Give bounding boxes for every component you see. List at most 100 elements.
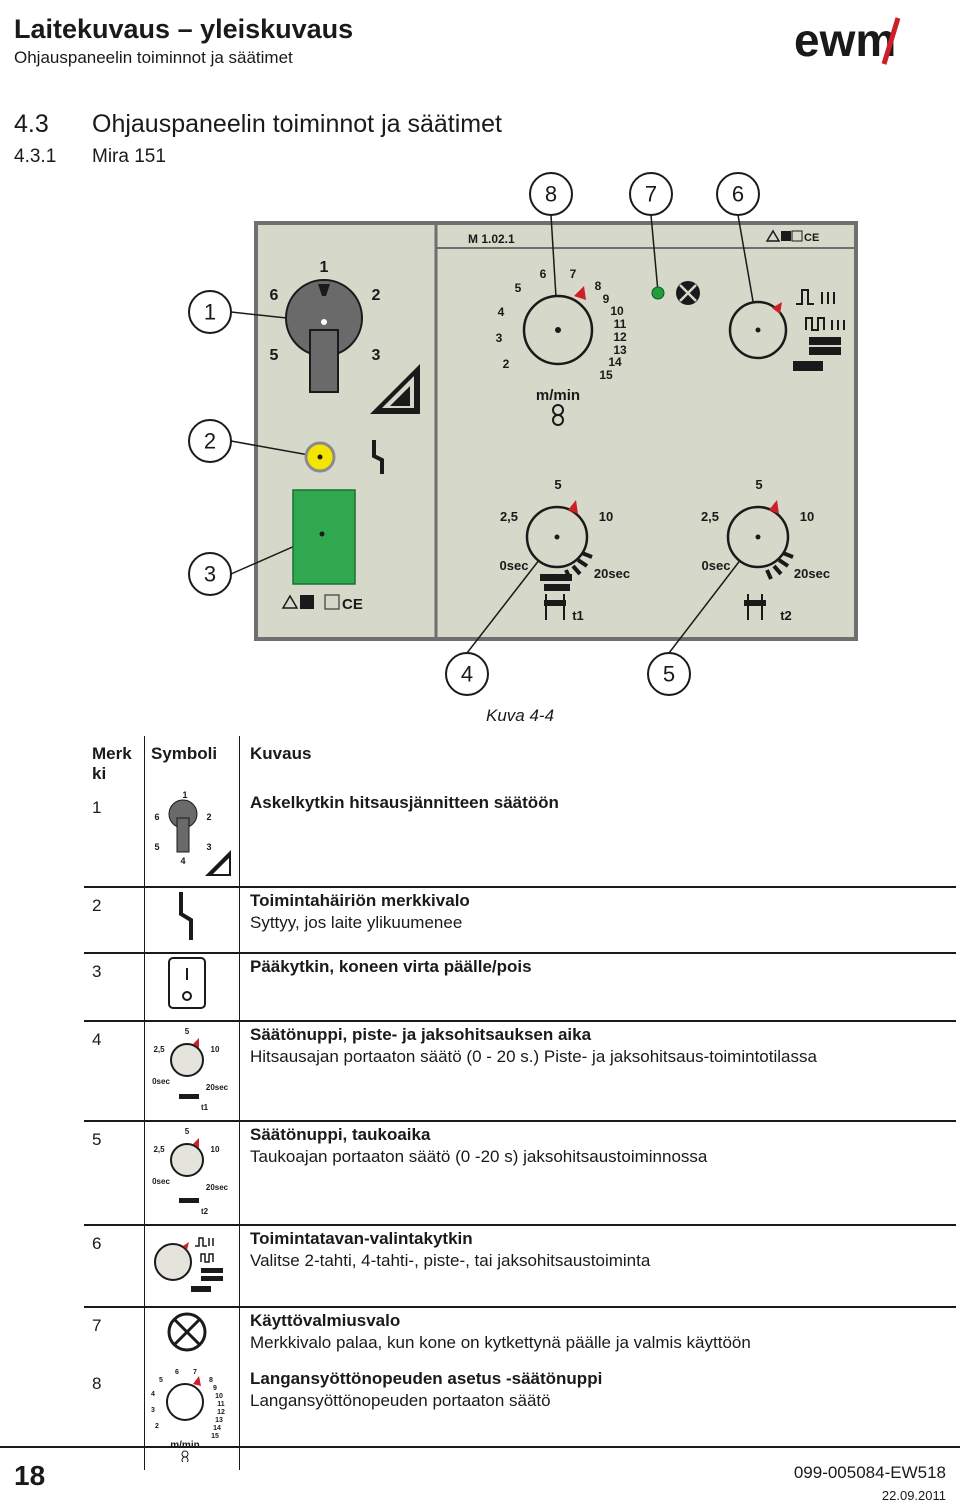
row-title: Toimintahäiriön merkkivalo xyxy=(250,891,470,910)
row-text: Hitsausajan portaaton säätö (0 - 20 s.) … xyxy=(250,1047,817,1066)
row-mark: 6 xyxy=(92,1234,102,1253)
svg-text:6: 6 xyxy=(175,1369,179,1376)
svg-text:3: 3 xyxy=(204,562,216,587)
section-number: 4.3 xyxy=(14,110,49,138)
timer-t1-scale: 2,5 5 10 0sec 20sec t1 xyxy=(500,477,631,623)
svg-text:15: 15 xyxy=(211,1433,219,1440)
svg-text:4: 4 xyxy=(461,662,473,687)
ready-lamp-symbol-icon xyxy=(676,281,700,305)
subsection-number: 4.3.1 xyxy=(14,146,57,167)
svg-text:10: 10 xyxy=(211,1045,220,1054)
svg-text:5: 5 xyxy=(185,1027,190,1036)
ws-15: 15 xyxy=(599,368,613,382)
row-title: Käyttövalmiusvalo xyxy=(250,1311,401,1330)
ws-7: 7 xyxy=(570,267,577,281)
row-text: Merkkivalo palaa, kun kone on kytkettynä… xyxy=(250,1333,751,1352)
svg-text:11: 11 xyxy=(217,1401,225,1408)
svg-text:3: 3 xyxy=(151,1407,155,1414)
svg-text:9: 9 xyxy=(213,1385,217,1392)
subsection-title: Mira 151 xyxy=(92,146,166,167)
step-switch[interactable] xyxy=(285,279,363,393)
document-number: 099-005084-EW518 xyxy=(793,1463,946,1482)
svg-text:2,5: 2,5 xyxy=(153,1045,165,1054)
row-mark: 7 xyxy=(92,1316,102,1335)
wire-speed-unit: m/min xyxy=(536,387,580,404)
row-text: Taukoajan portaaton säätö (0 -20 s) jaks… xyxy=(250,1147,708,1166)
svg-text:3: 3 xyxy=(206,842,211,852)
svg-text:10: 10 xyxy=(215,1393,223,1400)
row-mark: 2 xyxy=(92,896,102,915)
mode-symbols-icon xyxy=(793,289,845,371)
timer-t2-symbol-icon xyxy=(744,594,766,620)
t1-10: 10 xyxy=(599,509,613,524)
step-switch-icon: 1 2 3 4 5 6 xyxy=(154,790,231,876)
row-mark: 3 xyxy=(92,962,102,981)
t2-label: t2 xyxy=(780,608,792,623)
svg-text:1: 1 xyxy=(204,300,216,325)
model-label: M 1.02.1 xyxy=(468,232,515,246)
svg-text:4: 4 xyxy=(151,1391,155,1398)
ws-3: 3 xyxy=(496,331,503,345)
callout-6: 6 xyxy=(716,172,760,216)
svg-text:12: 12 xyxy=(217,1409,225,1416)
row-text: Valitse 2-tahti, 4-tahti-, piste-, tai j… xyxy=(250,1251,651,1270)
svg-text:t2: t2 xyxy=(201,1207,209,1216)
mode-selector-pointer xyxy=(772,302,782,314)
svg-text:2,5: 2,5 xyxy=(153,1145,165,1154)
ws-9: 9 xyxy=(603,292,610,306)
svg-text:8: 8 xyxy=(545,182,557,207)
row-mark: 4 xyxy=(92,1030,102,1049)
svg-text:6: 6 xyxy=(732,182,744,207)
ws-11: 11 xyxy=(614,317,627,331)
legend-row-1: 1 1 2 3 4 5 6 Askelkytkin hitsausjännitt… xyxy=(84,790,956,888)
svg-text:20sec: 20sec xyxy=(206,1183,229,1192)
svg-text:14: 14 xyxy=(213,1425,221,1432)
step-label-2: 2 xyxy=(372,287,381,304)
timer-knob-t1[interactable] xyxy=(525,500,589,569)
callout-3: 3 xyxy=(188,552,232,596)
timer-t2-ticks xyxy=(765,551,794,580)
wire-speed-scale: 2 3 4 5 6 7 8 9 10 11 12 13 14 15 xyxy=(496,267,627,382)
timer-t2-scale: 2,5 5 10 0sec 20sec t2 xyxy=(701,477,830,623)
logo-slash xyxy=(881,17,901,65)
svg-text:7: 7 xyxy=(645,182,657,207)
t1-0sec: 0sec xyxy=(500,558,529,573)
main-switch-icon xyxy=(168,957,206,1009)
timer-t1-symbol-icon xyxy=(540,574,572,620)
row-title: Langansyöttönopeuden asetus -säätönuppi xyxy=(250,1369,603,1388)
ws-14: 14 xyxy=(608,355,622,369)
step-label-1: 1 xyxy=(320,259,329,276)
t2-2-5: 2,5 xyxy=(701,509,719,524)
t1-2-5: 2,5 xyxy=(500,509,518,524)
svg-text:7: 7 xyxy=(193,1369,197,1376)
callout-8: 8 xyxy=(529,172,573,216)
page-header-title: Laitekuvaus – yleiskuvaus xyxy=(14,14,354,44)
wire-feed-icon xyxy=(552,404,564,426)
svg-text:CE: CE xyxy=(804,232,819,244)
t1-label: t1 xyxy=(572,608,584,623)
row-title: Askelkytkin hitsausjännitteen säätöön xyxy=(250,793,559,812)
cert-marks-bottom: CE xyxy=(281,594,363,613)
main-switch[interactable] xyxy=(292,489,356,585)
fault-lamp-icon xyxy=(179,892,193,940)
row-title: Pääkytkin, koneen virta päälle/pois xyxy=(250,957,532,976)
footer-divider xyxy=(0,1446,960,1448)
page-number: 18 xyxy=(14,1460,46,1491)
section-title: Ohjauspaneelin toiminnot ja säätimet xyxy=(92,110,502,138)
svg-text:13: 13 xyxy=(215,1417,223,1424)
ws-5: 5 xyxy=(515,281,522,295)
row-mark: 5 xyxy=(92,1130,102,1149)
row-title: Säätönuppi, taukoaika xyxy=(250,1125,431,1144)
row-text: Syttyy, jos laite ylikuumenee xyxy=(250,913,463,932)
t2-10: 10 xyxy=(800,509,814,524)
timer-knob-t2[interactable] xyxy=(726,500,790,569)
ewm-logo: ewm xyxy=(792,14,938,73)
mode-selector-icon xyxy=(154,1237,223,1292)
wire-speed-knob-center xyxy=(555,327,561,333)
svg-text:t1: t1 xyxy=(201,1103,209,1112)
